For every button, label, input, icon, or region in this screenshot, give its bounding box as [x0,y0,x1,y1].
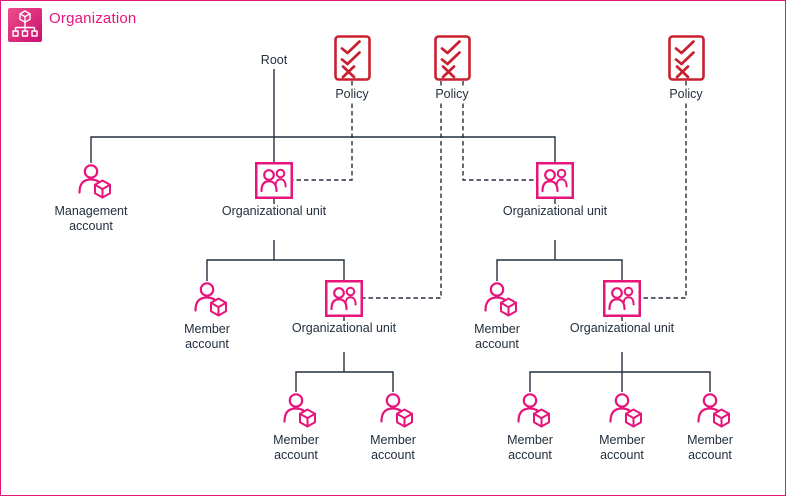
organizational-unit-icon [255,162,293,199]
policy-label: Policy [656,87,716,102]
member-account-label: Member account [172,322,242,352]
member-account-icon [191,281,229,319]
policy-icon [334,35,371,81]
member-account-icon [280,392,318,430]
member-account-icon [694,392,732,430]
organizational-unit-icon [536,162,574,199]
member-account-icon [514,392,552,430]
organizational-unit-label: Organizational unit [567,321,677,336]
member-account-label: Member account [261,433,331,463]
member-account-icon [481,281,519,319]
policy-icon [668,35,705,81]
root-label: Root [244,53,304,68]
member-account-label: Member account [358,433,428,463]
management-account-label: Management account [41,204,141,234]
member-account-icon [377,392,415,430]
organizational-unit-icon [325,280,363,317]
policy-icon [434,35,471,81]
organizational-unit-label: Organizational unit [289,321,399,336]
organizations-badge-icon [8,8,42,42]
management-account-icon [75,163,113,201]
policy-label: Policy [322,87,382,102]
member-account-label: Member account [675,433,745,463]
member-account-label: Member account [462,322,532,352]
member-account-label: Member account [495,433,565,463]
organizational-unit-label: Organizational unit [500,204,610,219]
diagram-title: Organization [49,10,137,27]
member-account-icon [606,392,644,430]
member-account-label: Member account [587,433,657,463]
organizational-unit-label: Organizational unit [219,204,329,219]
organizational-unit-icon [603,280,641,317]
policy-label: Policy [422,87,482,102]
